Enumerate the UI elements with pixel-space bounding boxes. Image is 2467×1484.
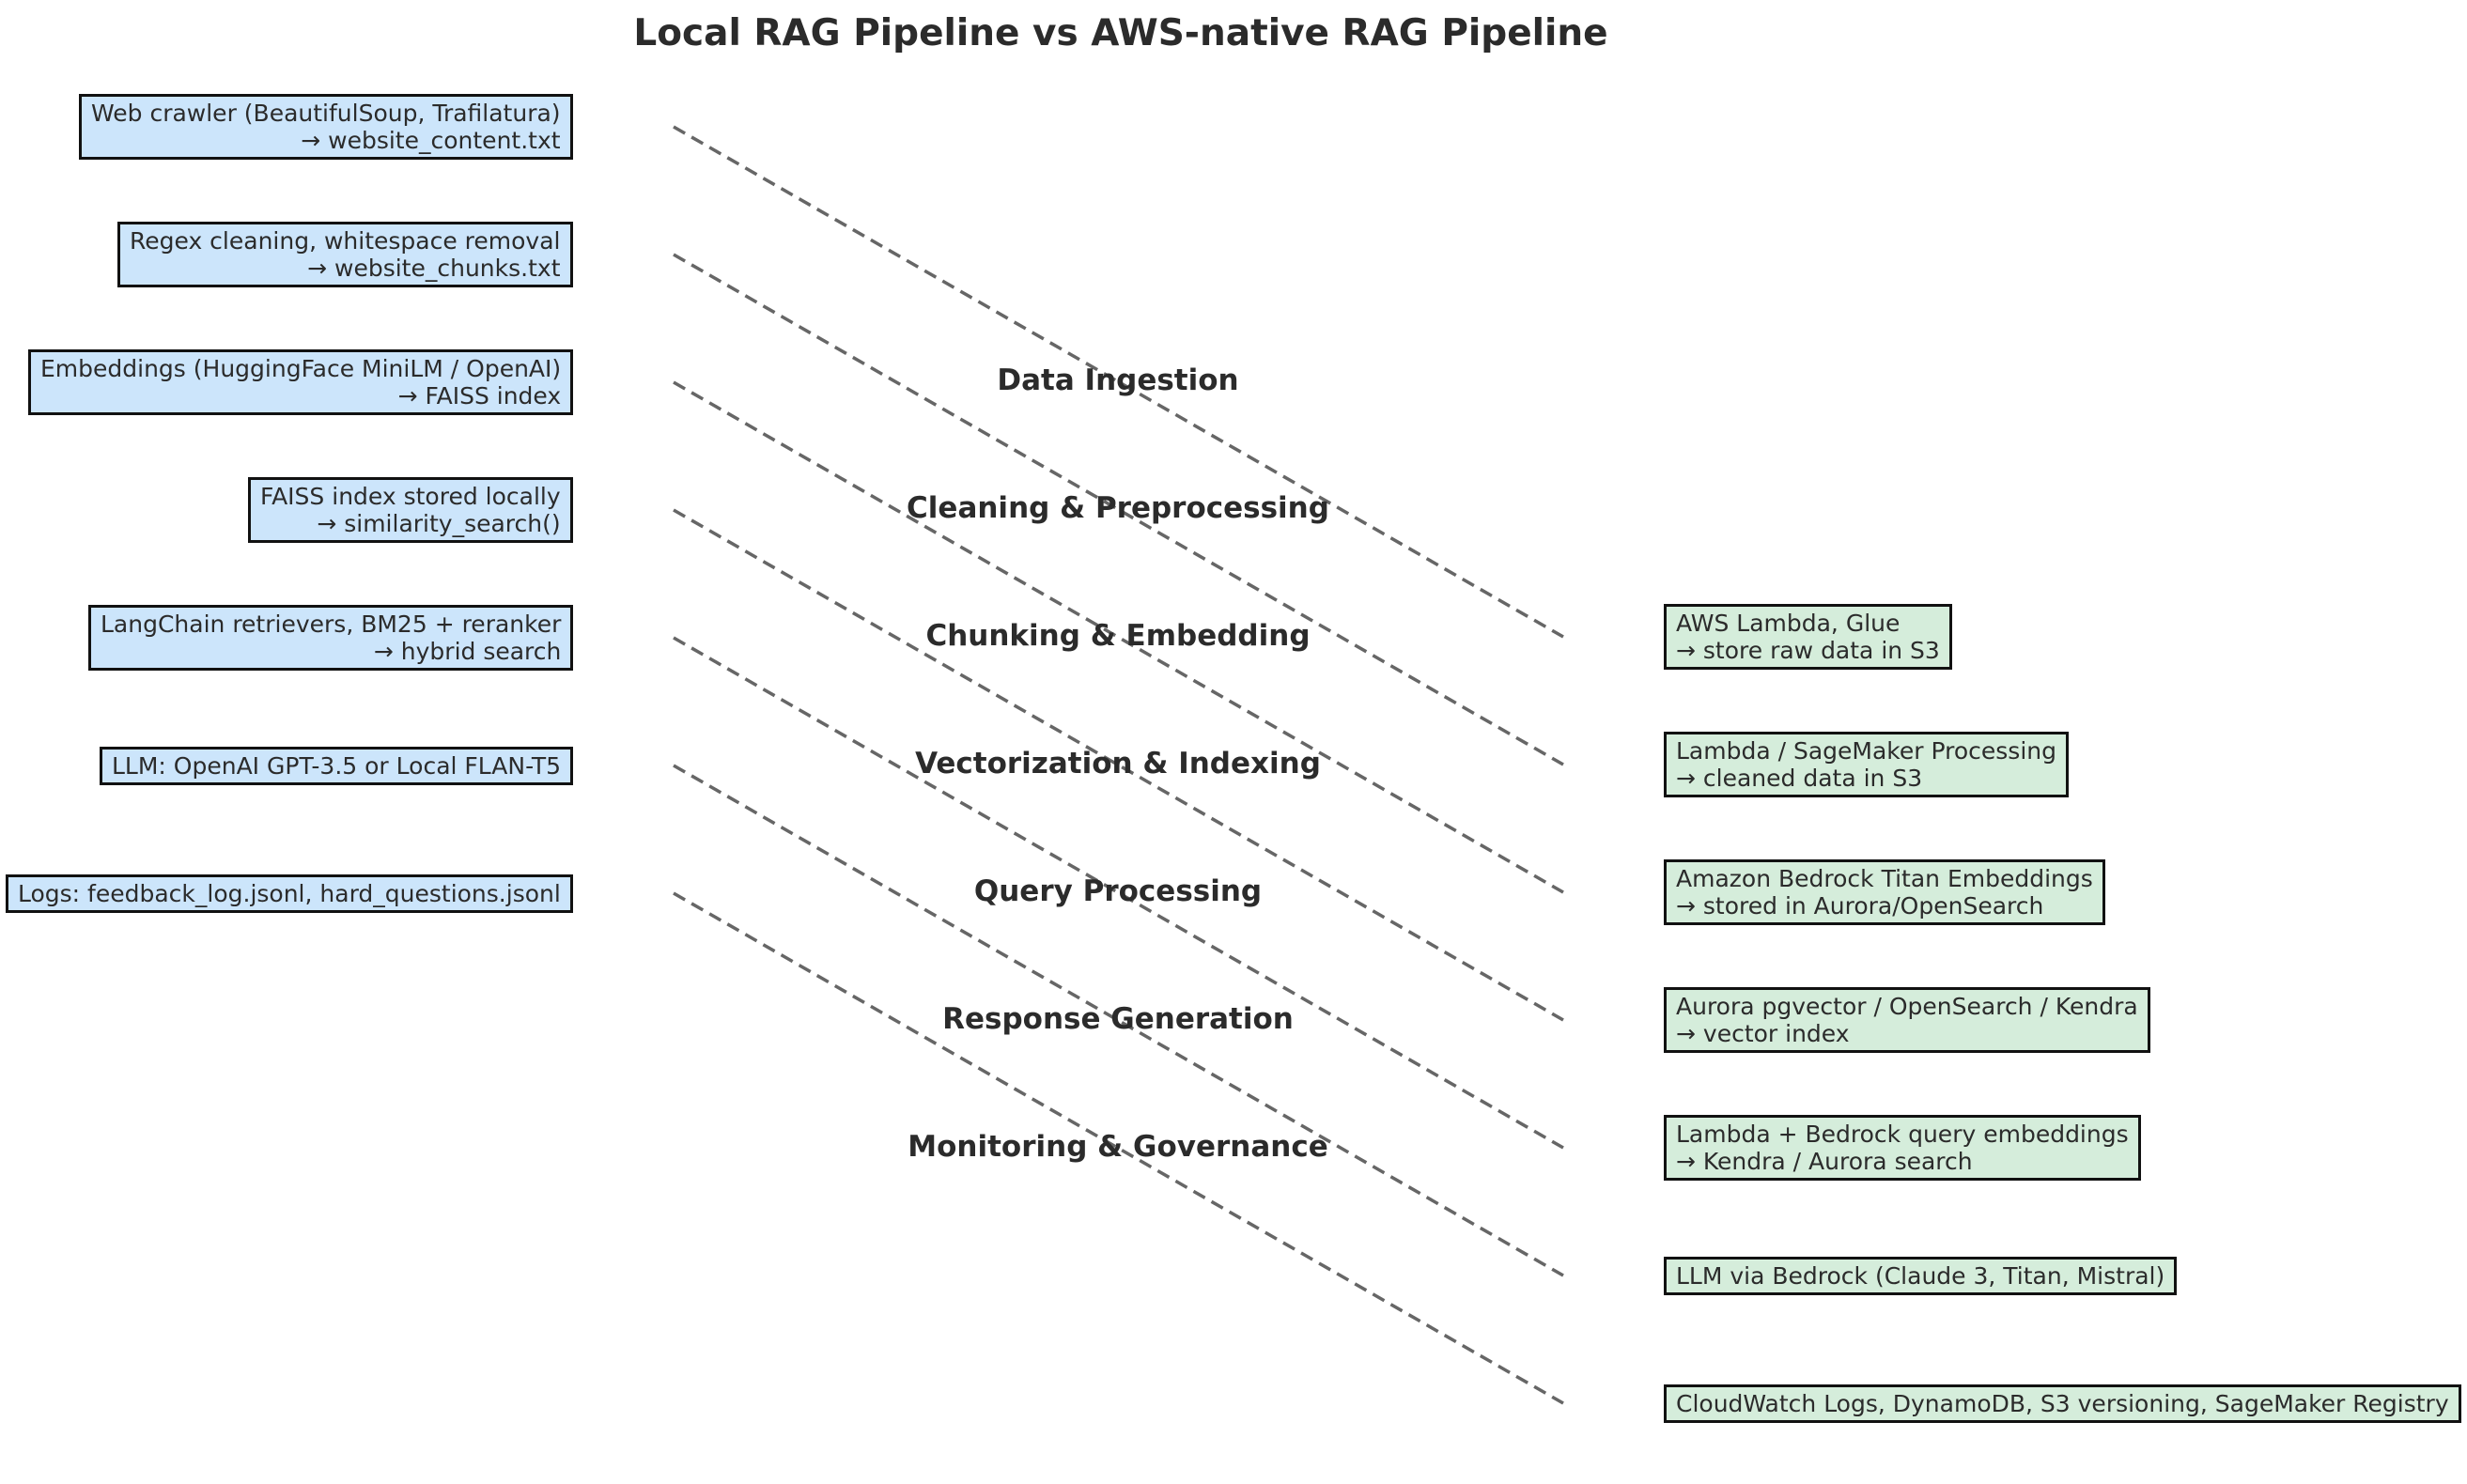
- aws-step-text: Lambda / SageMaker Processing: [1676, 737, 2056, 765]
- local-step-box: LangChain retrievers, BM25 + reranker→ h…: [88, 605, 574, 671]
- aws-step-box: Lambda + Bedrock query embeddings→ Kendr…: [1664, 1115, 2141, 1181]
- local-step-text: → website_content.txt: [301, 127, 561, 154]
- stage-connector-line: [673, 253, 1564, 766]
- local-step-text: Regex cleaning, whitespace removal: [130, 227, 561, 255]
- stage-connector-line: [673, 891, 1564, 1405]
- aws-step-box: LLM via Bedrock (Claude 3, Titan, Mistra…: [1664, 1256, 2178, 1295]
- aws-step-box: Amazon Bedrock Titan Embeddings→ stored …: [1664, 859, 2105, 925]
- stage-label: Vectorization & Indexing: [915, 747, 1321, 781]
- local-step-text: → website_chunks.txt: [307, 255, 561, 282]
- local-step-box: Logs: feedback_log.jsonl, hard_questions…: [6, 873, 573, 913]
- stage-connector-line: [673, 125, 1564, 639]
- aws-step-box: CloudWatch Logs, DynamoDB, S3 versioning…: [1664, 1384, 2461, 1423]
- local-step-box: LLM: OpenAI GPT-3.5 or Local FLAN-T5: [100, 746, 573, 785]
- aws-step-text: → stored in Aurora/OpenSearch: [1676, 892, 2044, 920]
- local-step-box: Web crawler (BeautifulSoup, Trafilatura)…: [79, 94, 573, 160]
- aws-step-text: → Kendra / Aurora search: [1676, 1148, 1973, 1175]
- local-step-text: Logs: feedback_log.jsonl, hard_questions…: [18, 879, 561, 907]
- local-step-text: LangChain retrievers, BM25 + reranker: [101, 611, 562, 638]
- aws-step-text: → cleaned data in S3: [1676, 765, 1923, 792]
- aws-step-box: Lambda / SageMaker Processing→ cleaned d…: [1664, 732, 2069, 797]
- local-step-text: → similarity_search(): [317, 510, 561, 537]
- local-step-box: Embeddings (HuggingFace MiniLM / OpenAI)…: [28, 349, 574, 415]
- stage-connector-line: [673, 380, 1564, 894]
- diagram-title: Local RAG Pipeline vs AWS-native RAG Pip…: [633, 12, 1608, 54]
- local-step-text: → hybrid search: [373, 638, 562, 665]
- local-step-box: FAISS index stored locally→ similarity_s…: [248, 477, 573, 543]
- aws-step-box: Aurora pgvector / OpenSearch / Kendra→ v…: [1664, 987, 2150, 1053]
- local-step-box: Regex cleaning, whitespace removal→ webs…: [117, 222, 573, 287]
- stage-connector-line: [673, 508, 1564, 1022]
- aws-step-text: AWS Lambda, Glue: [1676, 610, 1901, 637]
- local-step-text: FAISS index stored locally: [260, 483, 561, 510]
- local-step-text: LLM: OpenAI GPT-3.5 or Local FLAN-T5: [112, 751, 561, 780]
- aws-step-text: Lambda + Bedrock query embeddings: [1676, 1121, 2129, 1148]
- stage-label: Response Generation: [942, 1002, 1294, 1036]
- aws-step-text: Aurora pgvector / OpenSearch / Kendra: [1676, 993, 2138, 1020]
- aws-step-box: AWS Lambda, Glue→ store raw data in S3: [1664, 604, 1952, 670]
- aws-step-text: → store raw data in S3: [1676, 637, 1940, 664]
- local-step-text: Embeddings (HuggingFace MiniLM / OpenAI): [40, 355, 562, 382]
- aws-step-text: LLM via Bedrock (Claude 3, Titan, Mistra…: [1676, 1261, 2165, 1290]
- aws-step-text: Amazon Bedrock Titan Embeddings: [1676, 865, 2093, 892]
- local-step-text: → FAISS index: [397, 382, 562, 410]
- local-step-text: Web crawler (BeautifulSoup, Trafilatura): [91, 100, 561, 127]
- stage-label: Cleaning & Preprocessing: [907, 491, 1329, 525]
- stage-label: Data Ingestion: [997, 363, 1239, 397]
- stage-label: Query Processing: [973, 874, 1263, 908]
- aws-step-text: CloudWatch Logs, DynamoDB, S3 versioning…: [1676, 1389, 2449, 1417]
- stage-connector-line: [673, 764, 1564, 1277]
- stage-label: Chunking & Embedding: [925, 619, 1311, 653]
- stage-label: Monitoring & Governance: [908, 1130, 1328, 1164]
- aws-step-text: → vector index: [1676, 1020, 1850, 1047]
- stage-connector-line: [673, 636, 1564, 1150]
